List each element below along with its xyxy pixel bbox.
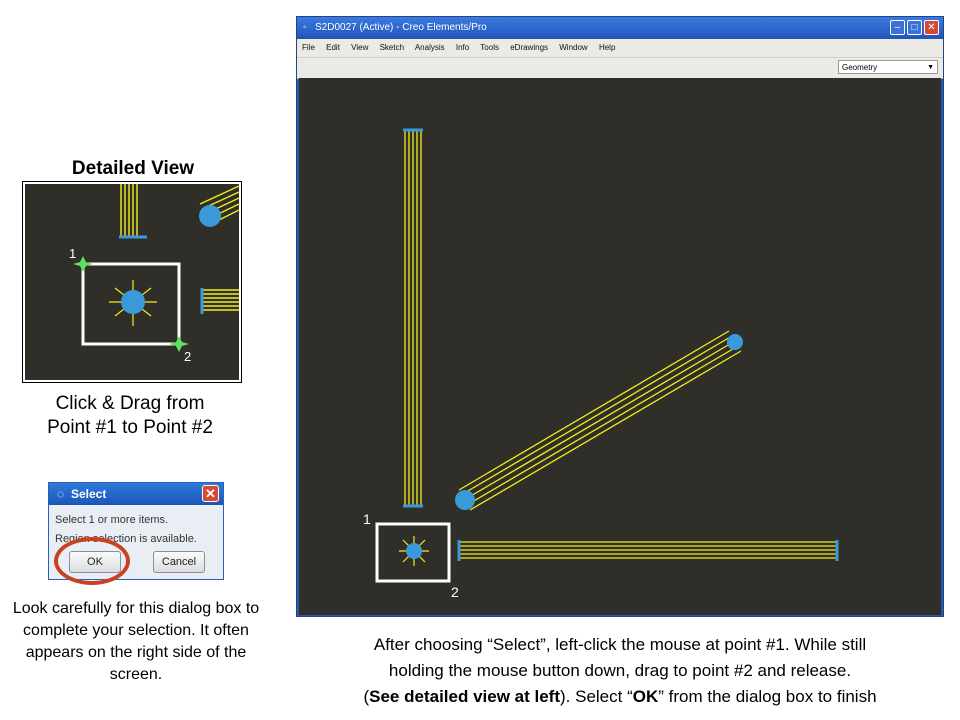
select-dialog-titlebar[interactable]: ◌ Select ✕ xyxy=(49,483,223,505)
detail-point1-label: 1 xyxy=(69,246,76,261)
toolbar: Geometry ▼ xyxy=(297,57,943,79)
detail-point2-label: 2 xyxy=(184,349,191,364)
dialog-caption: Look carefully for this dialog box to co… xyxy=(12,600,260,683)
detailed-view-title: Detailed View xyxy=(71,158,195,179)
instruction-see-detailed-view: See detailed view at left xyxy=(369,687,560,706)
canvas-point1-label: 1 xyxy=(363,511,371,527)
instruction-ok: OK xyxy=(632,687,659,706)
detailed-view-caption-line2: Point #1 to Point #2 xyxy=(47,417,213,438)
diagonal-member[interactable] xyxy=(458,330,742,511)
menu-file[interactable]: File xyxy=(302,43,315,52)
menu-edrawings[interactable]: eDrawings xyxy=(510,43,549,52)
minimize-icon[interactable]: – xyxy=(890,20,905,35)
instruction-line1: After choosing “Select”, left-click the … xyxy=(373,635,867,654)
menu-edit[interactable]: Edit xyxy=(326,43,340,52)
creo-titlebar[interactable]: ◦S2D0027 (Active) - Creo Elements/Pro – … xyxy=(297,17,943,39)
graphics-canvas[interactable]: 1 2 xyxy=(299,78,941,615)
menu-tools[interactable]: Tools xyxy=(480,43,499,52)
menu-sketch[interactable]: Sketch xyxy=(379,43,405,52)
menu-bar: File Edit View Sketch Analysis Info Tool… xyxy=(297,39,943,57)
dialog-app-icon: ◌ xyxy=(57,487,65,501)
menu-window[interactable]: Window xyxy=(559,43,588,52)
instruction-text: After choosing “Select”, left-click the … xyxy=(290,632,950,710)
creo-window-title: S2D0027 (Active) - Creo Elements/Pro xyxy=(315,22,487,33)
menu-analysis[interactable]: Analysis xyxy=(414,43,445,52)
menu-help[interactable]: Help xyxy=(598,43,616,52)
horizontal-member[interactable] xyxy=(459,541,837,559)
menu-info[interactable]: Info xyxy=(455,43,470,52)
creo-app-icon: ◦ xyxy=(303,22,307,33)
selection-box xyxy=(375,522,451,583)
detailed-view-caption: Click & Drag from Point #1 to Point #2 xyxy=(10,392,250,440)
creo-window: ◦S2D0027 (Active) - Creo Elements/Pro – … xyxy=(296,16,944,617)
instruction-line3-end: ” from the dialog box to finish xyxy=(658,687,877,706)
selection-filter-dropdown[interactable]: Geometry ▼ xyxy=(838,60,938,74)
canvas-point2-label: 2 xyxy=(451,584,459,600)
close-icon[interactable]: ✕ xyxy=(924,20,939,35)
cancel-button[interactable]: Cancel xyxy=(153,551,205,573)
instruction-line3-open: ( xyxy=(363,687,370,706)
select-dialog-message-line1: Select 1 or more items. xyxy=(55,514,169,526)
detailed-view-image: 1 2 xyxy=(22,181,242,383)
chevron-down-icon: ▼ xyxy=(927,64,934,71)
dialog-close-icon[interactable]: ✕ xyxy=(202,485,219,502)
select-dialog-title: Select xyxy=(71,487,107,501)
instruction-line3-mid: ). Select “ xyxy=(560,687,633,706)
maximize-icon[interactable]: □ xyxy=(907,20,922,35)
selection-filter-value: Geometry xyxy=(842,63,878,72)
ok-highlight-ring xyxy=(54,537,130,585)
instruction-line2: holding the mouse button down, drag to p… xyxy=(388,661,852,680)
detailed-view-caption-line1: Click & Drag from xyxy=(55,393,205,414)
menu-view[interactable]: View xyxy=(351,43,369,52)
vertical-member[interactable] xyxy=(404,130,422,506)
instruction-line3: (See detailed view at left). Select “OK”… xyxy=(290,684,950,710)
